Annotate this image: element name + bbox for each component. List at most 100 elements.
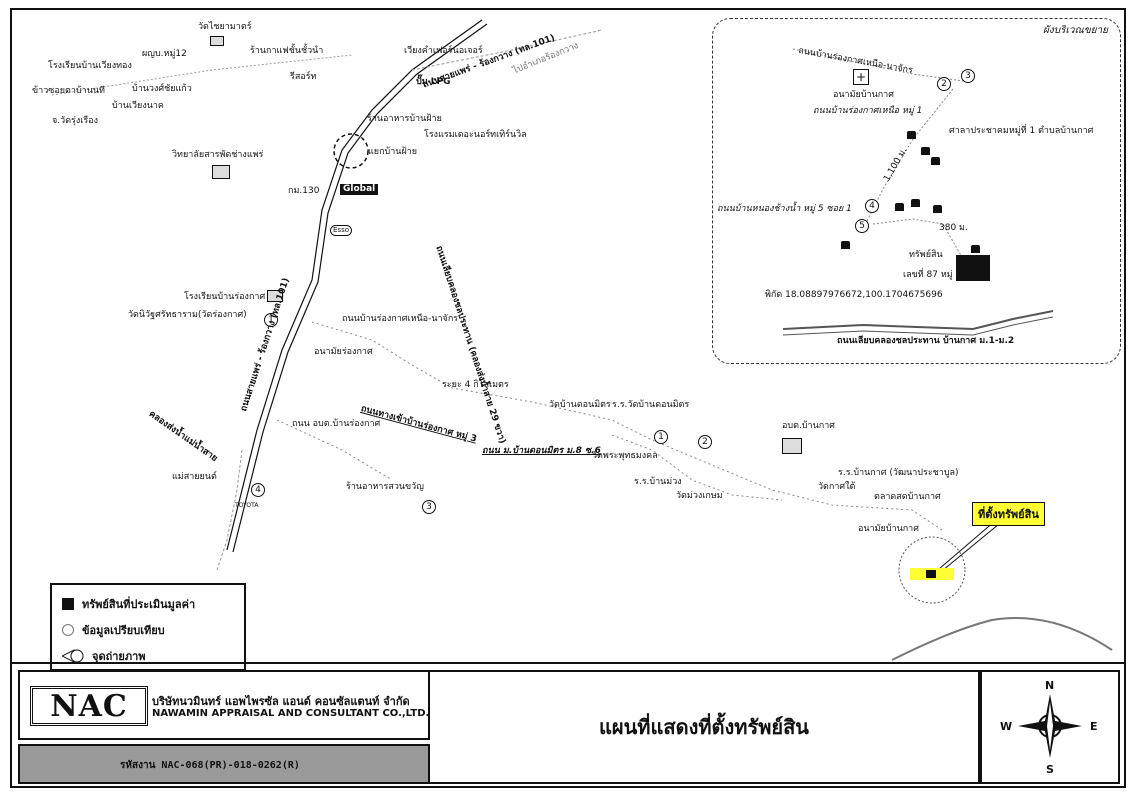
compass-icon: [1018, 694, 1082, 758]
college-label: วิทยาลัยสารพัดช่างแพร่: [172, 150, 264, 160]
health-ban-kat-label: อนามัยบ้านกาศ: [858, 524, 919, 534]
inset-marker-3[interactable]: 3: [961, 69, 975, 83]
house-icon: [911, 199, 920, 207]
road-to-rong-kwang: [411, 29, 603, 71]
inset-health-label: อนามัยบ้านกาศ: [833, 90, 894, 100]
coffee-shop-label: ร้านกาแฟชั้นชั้วนำ: [250, 46, 324, 56]
wat-chai-label: วัดไชยามาตร์: [198, 22, 252, 32]
ban-fai-junction-label: แยกบ้านฝ้าย: [368, 147, 418, 157]
road-obt-label: ถนน อบต.บ้านร่องกาศ: [292, 419, 381, 429]
legend-photo-point: จุดถ่ายภาพ: [62, 647, 146, 665]
comparable-4-marker[interactable]: 4: [251, 483, 265, 497]
school-ban-kat-label: ร.ร.บ้านกาศ (วัฒนาประชาบูล): [838, 468, 959, 478]
school-rong-kat-icon: [267, 290, 283, 302]
compass-rose: N S E W: [980, 670, 1120, 784]
market-ban-kat-label: ตลาดสดบ้านกาศ: [874, 492, 941, 502]
road-obt: [276, 419, 393, 481]
ban-wang-label: บ้านวงศ์ชัยแก้ว: [132, 84, 192, 94]
report-number-box: รหัสงาน NAC-068(PR)-018-0262(R): [18, 744, 430, 784]
road-don-mit-label: ถนน ม.บ้านดอนมิตร ม.8 ซ.6: [482, 446, 601, 456]
nac-logo: NAC: [30, 686, 148, 726]
school-ban-muang-label: ร.ร.บ้านม่วง: [634, 477, 682, 487]
toyota-label: TOYOTA: [235, 502, 259, 509]
property-location-tag: ที่ตั้งทรัพย์สิน: [972, 502, 1045, 526]
house-icon: [931, 157, 940, 165]
inset-property-block[interactable]: [956, 255, 990, 281]
comparable-1-marker-a[interactable]: 1: [264, 313, 278, 327]
assessed-square-icon: [62, 598, 74, 610]
company-name-en: NAWAMIN APPRAISAL AND CONSULTANT CO.,LTD…: [152, 708, 430, 719]
inset-road-village1-label: ถนนบ้านร่องกาศเหนือ หมู่ 1: [813, 106, 923, 116]
global-house-label: Global: [340, 184, 379, 195]
inset-road-nong-chang-label: ถนนบ้านหนองช้างน้ำ หมู่ 5 ซอย 1: [717, 204, 852, 214]
road-west: [51, 54, 353, 96]
lpg-label: ปั๊ม LPG: [416, 77, 451, 87]
college-icon: [212, 165, 230, 179]
legend-assessed: ทรัพย์สินที่ประเมินมูลค่า: [62, 595, 195, 613]
resort-label: รีสอร์ท: [290, 72, 317, 82]
restaurant-suan-label: ร้านอาหารสวนขวัญ: [346, 482, 424, 492]
house-icon: [971, 245, 980, 253]
compass-north: N: [1045, 679, 1055, 692]
compass-west: W: [1000, 720, 1013, 733]
inset-property-deed: เลขที่ 87 หมู่ 5: [903, 270, 962, 280]
property-marker-icon[interactable]: [926, 570, 936, 578]
company-box: NAC บริษัทนวมินทร์ แอพไพรซัล แอนด์ คอนซั…: [18, 670, 430, 740]
house-icon: [895, 203, 904, 211]
wat-muang-kasem-label: วัดม่วงเกษม: [676, 491, 723, 501]
wat-don-mit-label: วัดบ้านดอนมิตร: [549, 400, 611, 410]
road-southwest: [216, 449, 243, 571]
temple-icon: [210, 36, 224, 46]
km-marker-label: กม.130: [288, 186, 320, 196]
health-rong-kat-label: อนามัยร่องกาศ: [314, 347, 373, 357]
inset-marker-2[interactable]: 2: [937, 77, 951, 91]
inset-title: ผังบริเวณขยาย: [1043, 25, 1108, 36]
highway-101: [226, 19, 483, 551]
comparable-2-marker[interactable]: 2: [698, 435, 712, 449]
house-icon: [907, 131, 916, 139]
school-wiang-thong-label: โรงเรียนบ้านเวียงทอง: [48, 61, 132, 71]
ban-fai-junction-circle: [333, 133, 369, 169]
inset-map: ผังบริเวณขยาย ถนนบ้านร่องกาศเหนือ-นาจักร…: [712, 18, 1121, 364]
comparable-circle-icon: [62, 624, 74, 636]
legend-comparable: ข้อมูลเปรียบเทียบ: [62, 621, 165, 639]
highway-101-edge: [232, 23, 488, 553]
map-title: แผนที่แสดงที่ตั้งทรัพย์สิน: [430, 670, 980, 784]
inset-road-bottom-label: ถนนเลียบคลองชลประทาน บ้านกาศ ม.1-ม.2: [837, 336, 1015, 346]
house-icon: [841, 241, 850, 249]
ban-wiang-nak-label: บ้านเวียงนาค: [112, 101, 164, 111]
map-frame: [10, 8, 1126, 788]
mae-sai-yon-label: แม่สายยนต์: [172, 472, 217, 482]
wat-rung-rueang-label: จ.วัดรุ่งเรือง: [52, 116, 98, 126]
inset-distance-380: 380 ม.: [939, 223, 968, 233]
hotel-north-label: โรงแรมเดอะนอร์ทเทิร์นวิล: [424, 130, 527, 140]
inset-roads-svg: [782, 48, 1054, 336]
wat-niwet-label: วัดนิวัฐศรัทธาราม(วัดร่องกาศ): [128, 310, 247, 320]
title-block: NAC บริษัทนวมินทร์ แอพไพรซัล แอนด์ คอนซั…: [10, 662, 1126, 788]
photo-point-icon: [62, 649, 84, 663]
house-icon: [933, 205, 942, 213]
report-number: รหัสงาน NAC-068(PR)-018-0262(R): [120, 760, 300, 771]
school-don-mit-label: ร.ร.วัดบ้านดอนมิตร: [612, 400, 690, 410]
compass-east: E: [1090, 720, 1098, 733]
company-name-th: บริษัทนวมินทร์ แอพไพรซัล แอนด์ คอนซัลแตน…: [152, 695, 410, 708]
wat-kat-tai-label: วัดกาศใต้: [818, 482, 856, 492]
map-roads-svg: [51, 19, 1113, 661]
obt-ban-kat-label: อบต.บ้านกาศ: [782, 421, 835, 431]
comparable-1-marker[interactable]: 1: [654, 430, 668, 444]
location-map: วัดไชยามาตร์ โรงเรียนบ้านเวียงทอง ผญบ.หม…: [12, 10, 1124, 671]
inset-property-label: ทรัพย์สิน: [909, 250, 943, 260]
compass-south: S: [1046, 763, 1054, 776]
route-to-property: [311, 321, 943, 531]
inset-road-bottom: [782, 310, 1054, 331]
obt-building-icon: [782, 438, 802, 454]
village-headman-label: ผญบ.หมู่12: [142, 49, 187, 59]
wat-phra-buddha-label: วัดพระพุทธมงคล: [592, 451, 658, 461]
comparable-3-marker[interactable]: 3: [422, 500, 436, 514]
restaurant-ban-fai-label: ร้านอาหารบ้านฝ้าย: [367, 114, 442, 124]
inset-marker-4[interactable]: 4: [865, 199, 879, 213]
property-area-circle: [898, 536, 966, 604]
road-rongkat-north-label: ถนนบ้านร่องกาศเหนือ-นาจักร: [342, 314, 459, 324]
map-legend: ทรัพย์สินที่ประเมินมูลค่า ข้อมูลเปรียบเท…: [50, 583, 246, 671]
inset-marker-5[interactable]: 5: [855, 219, 869, 233]
